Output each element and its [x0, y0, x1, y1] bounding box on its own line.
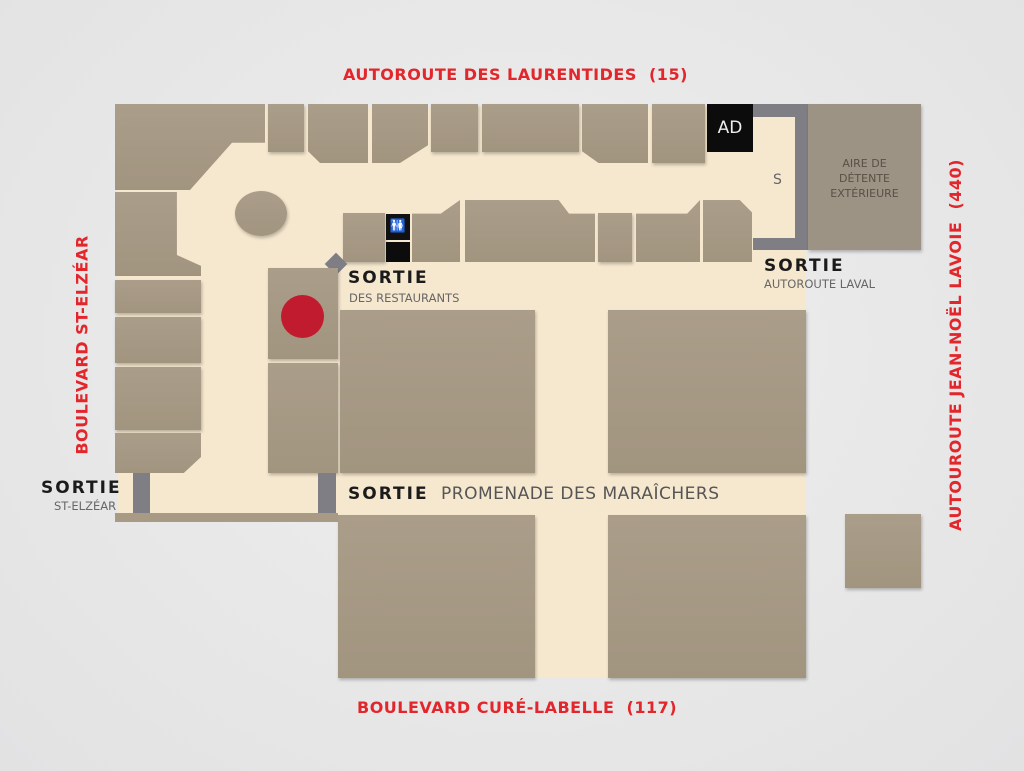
exit-passage — [753, 104, 808, 117]
restroom-icon: 🚻 — [386, 214, 410, 240]
exit-laval-sub: AUTOROUTE LAVAL — [764, 277, 875, 291]
store[interactable] — [608, 310, 806, 473]
store[interactable] — [703, 200, 752, 262]
exit-laval-label: SORTIE — [764, 256, 845, 276]
road-east-wrap: AUTOUROUTE JEAN-NOËL LAVOIE (440) — [756, 159, 1024, 531]
rest-area-line: DÉTENTE — [839, 172, 890, 185]
kiosk[interactable] — [235, 191, 287, 236]
store[interactable] — [431, 104, 478, 152]
store[interactable] — [115, 433, 201, 473]
store[interactable] — [308, 104, 368, 163]
exit-passage — [753, 238, 808, 250]
wall — [115, 513, 338, 522]
road-south: BOULEVARD CURÉ-LABELLE (117) — [357, 698, 678, 717]
exit-restaurants-label: SORTIE — [348, 268, 429, 288]
restroom-block — [386, 242, 410, 262]
exit-passage — [795, 117, 808, 250]
exit-passage — [318, 473, 336, 515]
store[interactable] — [115, 280, 201, 313]
rest-area-line: EXTÉRIEURE — [830, 187, 899, 200]
ad-store[interactable]: AD — [707, 104, 753, 152]
exit-st-elzear-label: SORTIE — [41, 478, 122, 498]
store[interactable] — [652, 104, 705, 163]
store[interactable] — [268, 104, 304, 152]
rest-area[interactable]: AIRE DE DÉTENTE EXTÉRIEURE — [808, 104, 921, 250]
store[interactable] — [582, 104, 648, 163]
store[interactable] — [340, 310, 535, 473]
store[interactable] — [268, 363, 338, 473]
store[interactable] — [338, 515, 535, 678]
exit-restaurants-sub: DES RESTAURANTS — [349, 291, 460, 305]
store[interactable] — [115, 317, 201, 363]
road-east: AUTOUROUTE JEAN-NOËL LAVOIE (440) — [945, 159, 965, 531]
exit-maraichers-sub: PROMENADE DES MARAÎCHERS — [441, 484, 720, 504]
mall-corridor-south — [535, 473, 608, 678]
ad-label: AD — [717, 118, 743, 138]
road-north: AUTOROUTE DES LAURENTIDES (15) — [343, 65, 688, 84]
store[interactable] — [608, 515, 806, 678]
store[interactable] — [115, 367, 201, 430]
road-west: BOULEVARD ST-ELZÉAR — [73, 235, 93, 455]
you-are-here-marker — [281, 295, 324, 338]
store[interactable] — [343, 213, 385, 262]
s-label: S — [773, 172, 782, 188]
exit-passage — [133, 473, 150, 515]
store[interactable] — [598, 213, 632, 262]
store[interactable] — [482, 104, 579, 152]
rest-area-line: AIRE DE — [842, 157, 887, 170]
exit-maraichers-label: SORTIE — [348, 484, 429, 504]
exit-st-elzear-sub: ST-ELZÉAR — [54, 499, 117, 513]
road-west-wrap: BOULEVARD ST-ELZÉAR — [0, 235, 183, 454]
store[interactable] — [845, 514, 921, 588]
